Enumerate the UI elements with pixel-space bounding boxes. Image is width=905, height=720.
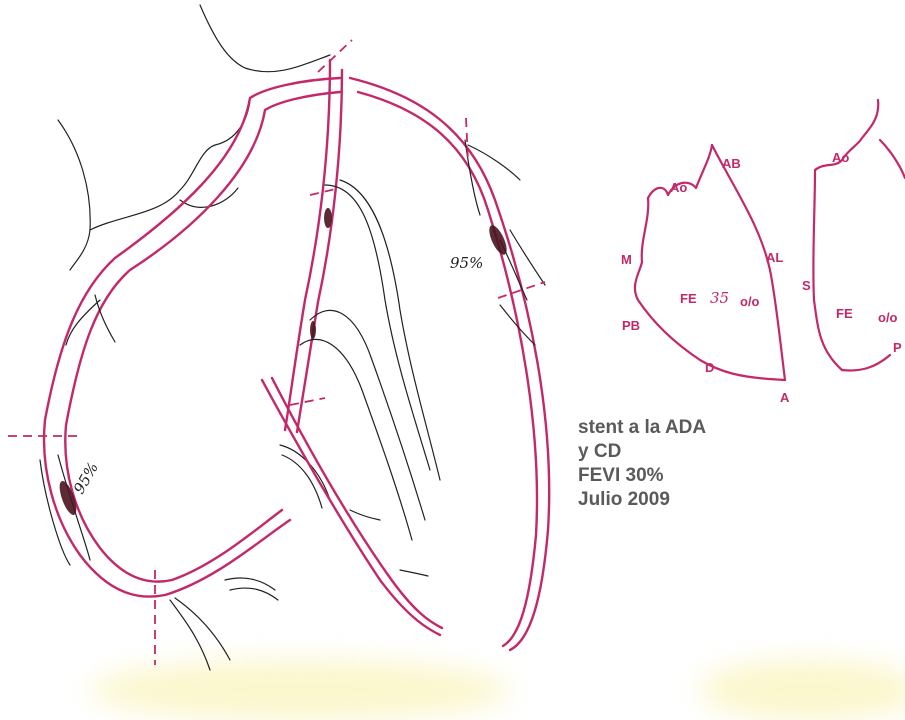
note-line: y CD [578,440,706,464]
segment-label: Ao [670,180,687,195]
segment-label: D [705,360,714,375]
clinical-note: stent a la ADA y CD FEVI 30% Julio 2009 [578,416,706,512]
lesion-lad-label: 95% [450,254,483,272]
segment-label: A [780,390,790,405]
segment-label: AB [722,156,741,171]
ventriculogram-rao: Ao AB AL A D PB M FE 35 o/o [621,145,790,405]
fe-unit: o/o [878,310,898,325]
segment-label: M [621,252,632,267]
heart-outline [58,5,330,270]
segment-label: P [893,340,902,355]
lesion-markers [56,208,510,517]
ventriculogram-lao: Ao S P FE o/o [802,100,905,370]
note-line: Julio 2009 [578,488,706,512]
segment-label: Ao [832,150,849,165]
lesion-lad-mark [486,223,510,257]
right-coronary-artery [40,78,340,670]
left-coronary-system [262,60,549,650]
segment-dividers [8,40,545,665]
fe-unit: o/o [740,294,760,309]
segment-label: AL [766,250,783,265]
segment-label: S [802,278,811,293]
segment-label: PB [622,318,640,333]
fe-value: 35 [710,289,729,307]
fe-label: FE [680,291,697,306]
coronary-diagram: 95% 95% Ao AB AL A D PB M FE 35 o/o Ao S… [0,0,905,705]
note-line: stent a la ADA [578,416,706,440]
fe-label: FE [836,306,853,321]
lesion-prox-mark [324,208,332,228]
lesion-mid-mark [310,321,316,339]
lesion-rca-label: 95% [70,459,102,497]
note-line: FEVI 30% [578,464,706,488]
